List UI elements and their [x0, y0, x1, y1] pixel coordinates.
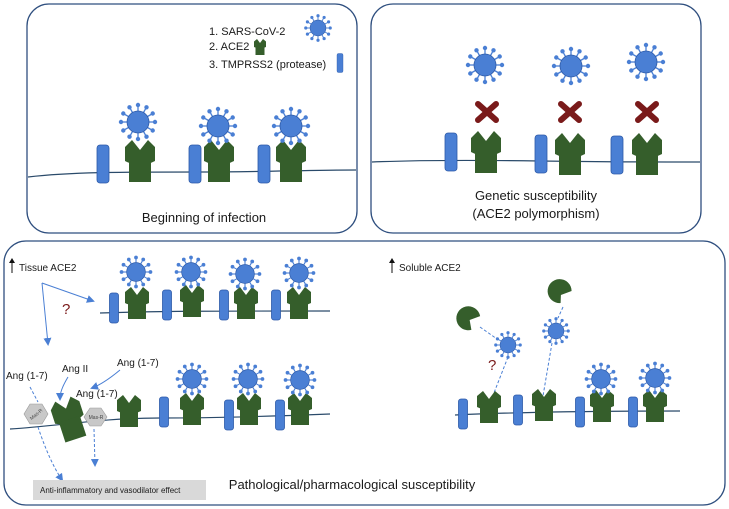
tmprss2-protease — [610, 135, 624, 175]
tmprss2-protease — [271, 289, 281, 321]
panel-genetic-susceptibility: Genetic susceptibility (ACE2 polymorphis… — [370, 3, 702, 234]
svg-text:Mas-R: Mas-R — [89, 415, 104, 421]
mas-r-receptor: Mas-R — [23, 403, 49, 425]
tmprss2-protease — [275, 399, 285, 431]
tmprss2-protease — [162, 289, 172, 321]
up-arrow-icon — [9, 258, 15, 273]
soluble-ace2-label: Soluble ACE2 — [399, 263, 461, 274]
up-arrow-icon — [389, 258, 395, 273]
mas-r-receptor: Mas-R — [83, 407, 108, 427]
question-mark: ? — [62, 301, 70, 318]
soluble-ace2 — [456, 306, 481, 331]
tmprss2-protease — [628, 396, 638, 428]
tmprss2-protease — [219, 289, 229, 321]
tmprss2-protease — [257, 144, 271, 184]
caption-ace2-polymorphism: (ACE2 polymorphism) — [472, 206, 599, 221]
tmprss2-protease — [109, 292, 119, 324]
tmprss2-protease — [575, 396, 585, 428]
legend-virus-label: 1. SARS-CoV-2 — [209, 26, 285, 38]
arrow — [56, 376, 69, 401]
dashed-link — [479, 326, 498, 340]
question-mark: ? — [488, 357, 496, 374]
tissue-ace2-label: Tissue ACE2 — [19, 263, 77, 274]
dashed-link — [542, 342, 553, 397]
ang-1-7-center-label: Ang (1-7) — [76, 389, 118, 400]
panel-pathological-susceptibility: Tissue ACE2 ? Ang II Ang (1-7) Ang (1-7)… — [3, 240, 726, 506]
dashed-link — [557, 306, 564, 319]
tmprss2-protease — [188, 144, 202, 184]
effect-box — [33, 480, 206, 500]
legend-tmprss2-label: 3. TMPRSS2 (protease) — [209, 59, 326, 71]
tmprss2-protease — [159, 396, 169, 428]
caption-beginning-of-infection: Beginning of infection — [142, 210, 266, 225]
ang-ii-label: Ang II — [62, 364, 88, 375]
soluble-ace2 — [547, 279, 572, 304]
arrow — [90, 369, 121, 390]
tmprss2-protease — [96, 144, 110, 184]
arrow — [90, 428, 99, 467]
caption-pathological-susceptibility: Pathological/pharmacological susceptibil… — [229, 477, 476, 492]
tmprss2-protease — [224, 399, 234, 431]
ang-1-7-left-label: Ang (1-7) — [6, 371, 48, 382]
arrow — [41, 282, 95, 303]
ang-1-7-top-label: Ang (1-7) — [117, 358, 159, 369]
tmprss2-protease — [444, 132, 458, 172]
caption-genetic-susceptibility: Genetic susceptibility — [475, 188, 598, 203]
panel-beginning-of-infection: 1. SARS-CoV-2 2. ACE2 3. TMPRSS2 (protea… — [26, 3, 358, 234]
legend-tmprss2-icon — [336, 53, 344, 73]
tmprss2-protease — [534, 134, 548, 174]
effect-box-label: Anti-inflammatory and vasodilator effect — [40, 486, 181, 495]
tmprss2-protease — [513, 394, 523, 426]
legend-ace2-label: 2. ACE2 — [209, 41, 249, 53]
tmprss2-protease — [458, 398, 468, 430]
arrow — [41, 282, 52, 346]
dashed-link — [491, 356, 509, 399]
arrow — [29, 386, 39, 403]
